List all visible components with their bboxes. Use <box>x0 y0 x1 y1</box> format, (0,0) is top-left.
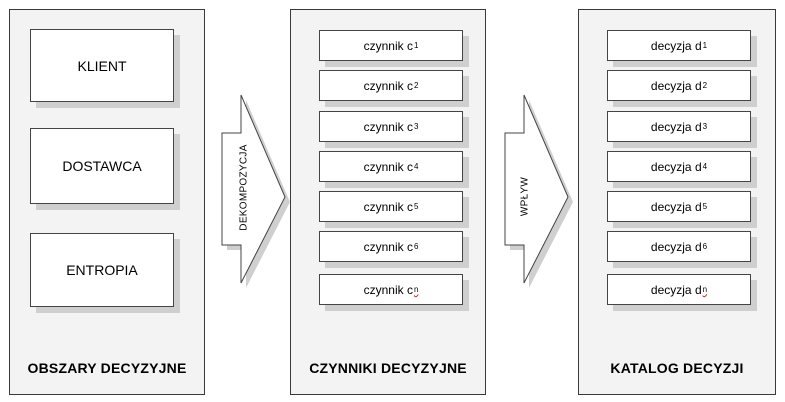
decision-subscript: 4 <box>702 162 708 171</box>
decision-subscript: n <box>702 285 708 294</box>
area-label: KLIENT <box>77 57 127 74</box>
influence-arrow-label: WPŁYW <box>519 176 531 217</box>
factor-label: czynnik c <box>363 159 413 174</box>
decision-subscript: 5 <box>702 202 708 211</box>
area-label: DOSTAWCA <box>62 158 142 174</box>
panel-title: OBSZARY DECYZYJNE <box>27 360 187 376</box>
panel-title: CZYNNIKI DECYZYJNE <box>309 360 467 376</box>
decision-subscript: 1 <box>702 41 708 50</box>
factor-subscript: 1 <box>413 41 419 50</box>
factor-subscript: n <box>413 285 419 294</box>
decomposition-arrow-label: DEKOMPOZYCJA <box>238 144 250 231</box>
factor-subscript: 3 <box>413 122 419 131</box>
decomposition-arrow <box>221 94 290 288</box>
decision-label: decyzja d <box>650 78 702 93</box>
decision-subscript: 3 <box>702 122 708 131</box>
decision-subscript: 6 <box>702 242 708 251</box>
area-box-klient: KLIENT <box>30 29 174 102</box>
area-box-dostawca: DOSTAWCA <box>30 128 174 204</box>
factor-label: czynnik c <box>363 78 413 93</box>
panel-title: KATALOG DECYZJI <box>610 360 744 376</box>
decision-label: decyzja d <box>650 239 702 254</box>
decision-subscript: 2 <box>702 81 708 90</box>
factor-label: czynnik c <box>363 38 413 53</box>
panel-decision-areas: KLIENT DOSTAWCA ENTROPIA OBSZARY DECYZYJ… <box>9 9 205 395</box>
factor-label: czynnik c <box>363 119 413 134</box>
factor-label: czynnik c <box>363 282 413 297</box>
area-box-entropia: ENTROPIA <box>30 233 174 307</box>
influence-arrow <box>504 94 573 288</box>
area-label: ENTROPIA <box>66 262 138 278</box>
factor-subscript: 2 <box>413 81 419 90</box>
decision-label: decyzja d <box>650 199 702 214</box>
decision-label: decyzja d <box>650 38 702 53</box>
factor-subscript: 5 <box>413 202 419 211</box>
factor-label: czynnik c <box>363 199 413 214</box>
decision-label: decyzja d <box>650 282 702 297</box>
decision-label: decyzja d <box>650 159 702 174</box>
decision-label: decyzja d <box>650 119 702 134</box>
factor-label: czynnik c <box>363 239 413 254</box>
factor-subscript: 6 <box>413 242 419 251</box>
factor-subscript: 4 <box>413 162 419 171</box>
